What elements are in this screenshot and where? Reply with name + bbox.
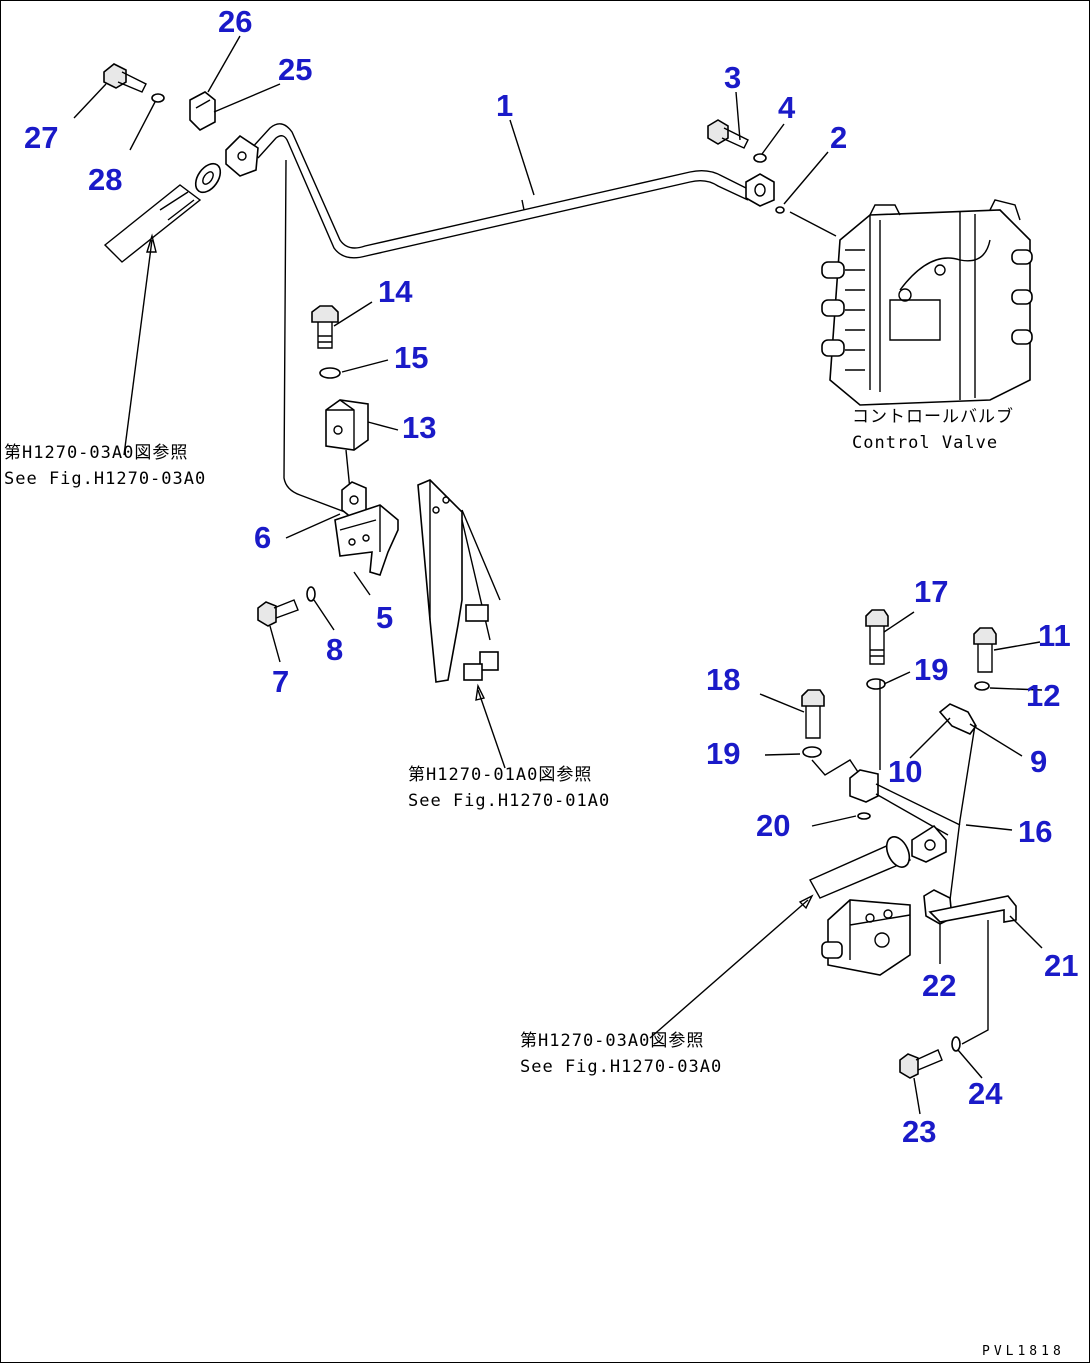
reference-mid-jp: 第H1270-01A0図参照 (408, 765, 592, 785)
clamp-part-10 (938, 703, 977, 735)
callout-21: 21 (1044, 948, 1078, 983)
callout-10: 10 (888, 754, 922, 789)
bolt-part-23 (899, 1049, 943, 1079)
callout-14: 14 (378, 274, 413, 309)
callout-17: 17 (914, 574, 948, 609)
callout-27: 27 (24, 120, 58, 155)
callout-28: 28 (88, 162, 122, 197)
clamp-part-26 (189, 91, 216, 131)
bracket-part-5 (334, 504, 399, 576)
callout-3: 3 (724, 60, 741, 95)
left-hose (103, 162, 222, 263)
control-valve-label-en: Control Valve (852, 433, 998, 453)
reference-left-jp: 第H1270-03A0図参照 (4, 443, 188, 463)
main-pipe (249, 123, 751, 259)
reference-left-en: See Fig.H1270-03A0 (4, 469, 206, 489)
callout-25: 25 (278, 52, 312, 87)
callout-8: 8 (326, 632, 343, 667)
callout-18: 18 (706, 662, 740, 697)
bolt-part-7 (257, 599, 299, 627)
callout-23: 23 (902, 1114, 936, 1149)
callout-22: 22 (922, 968, 956, 1003)
callout-4: 4 (778, 90, 796, 125)
callout-19-upper: 19 (914, 652, 948, 687)
callout-6: 6 (254, 520, 271, 555)
mounting-plate (417, 479, 501, 683)
callout-5: 5 (376, 600, 393, 635)
bolt-part-3 (707, 119, 749, 149)
bolt-part-11 (973, 627, 997, 673)
callouts: 1 2 3 4 5 6 7 8 9 10 11 12 13 14 15 16 1… (24, 4, 1078, 1149)
notes: コントロールバルブ Control Valve 第H1270-03A0図参照 S… (4, 406, 1065, 1359)
callout-1: 1 (496, 88, 513, 123)
washer-part-24 (951, 1036, 961, 1052)
callout-2: 2 (830, 120, 847, 155)
callout-12: 12 (1026, 678, 1060, 713)
callout-24: 24 (968, 1076, 1003, 1111)
callout-16: 16 (1018, 814, 1052, 849)
clamp-block-part-13 (325, 399, 369, 451)
valve-block (821, 899, 911, 976)
callout-9: 9 (1030, 744, 1047, 779)
control-valve (821, 199, 1033, 406)
control-valve-label-jp: コントロールバルブ (852, 406, 1014, 427)
callout-20: 20 (756, 808, 790, 843)
callout-11: 11 (1038, 618, 1071, 653)
hose-part-16 (809, 824, 947, 899)
leader-lines (73, 35, 1043, 1115)
bracket-part-21 (928, 895, 1017, 1045)
bolt-part-17 (865, 609, 889, 665)
callout-15: 15 (394, 340, 428, 375)
callout-19-lower: 19 (706, 736, 740, 771)
callout-13: 13 (402, 410, 436, 445)
o-ring-part-2 (775, 206, 785, 214)
clamp-block-center (849, 769, 879, 803)
callout-26: 26 (218, 4, 252, 39)
pipe-flange-right (745, 173, 775, 207)
bolt-part-18 (801, 689, 825, 739)
o-ring-part-20 (857, 812, 871, 820)
figure-code: PVL1818 (982, 1344, 1065, 1359)
washer-part-28 (151, 93, 165, 103)
callout-7: 7 (272, 664, 289, 699)
washer-part-4 (753, 153, 767, 163)
bolt-part-27 (103, 63, 147, 93)
bolt-part-14 (311, 305, 339, 349)
clamp-part-6 (341, 481, 367, 519)
washer-part-12 (974, 681, 990, 691)
washer-part-19-lower (802, 746, 822, 758)
washer-part-8 (306, 586, 316, 602)
washer-part-15 (319, 367, 341, 379)
reference-bottom-jp: 第H1270-03A0図参照 (520, 1031, 704, 1051)
pipe-flange-left (225, 134, 259, 177)
reference-mid-en: See Fig.H1270-01A0 (408, 791, 610, 811)
washer-part-19-upper (866, 678, 886, 690)
reference-bottom-en: See Fig.H1270-03A0 (520, 1057, 722, 1077)
